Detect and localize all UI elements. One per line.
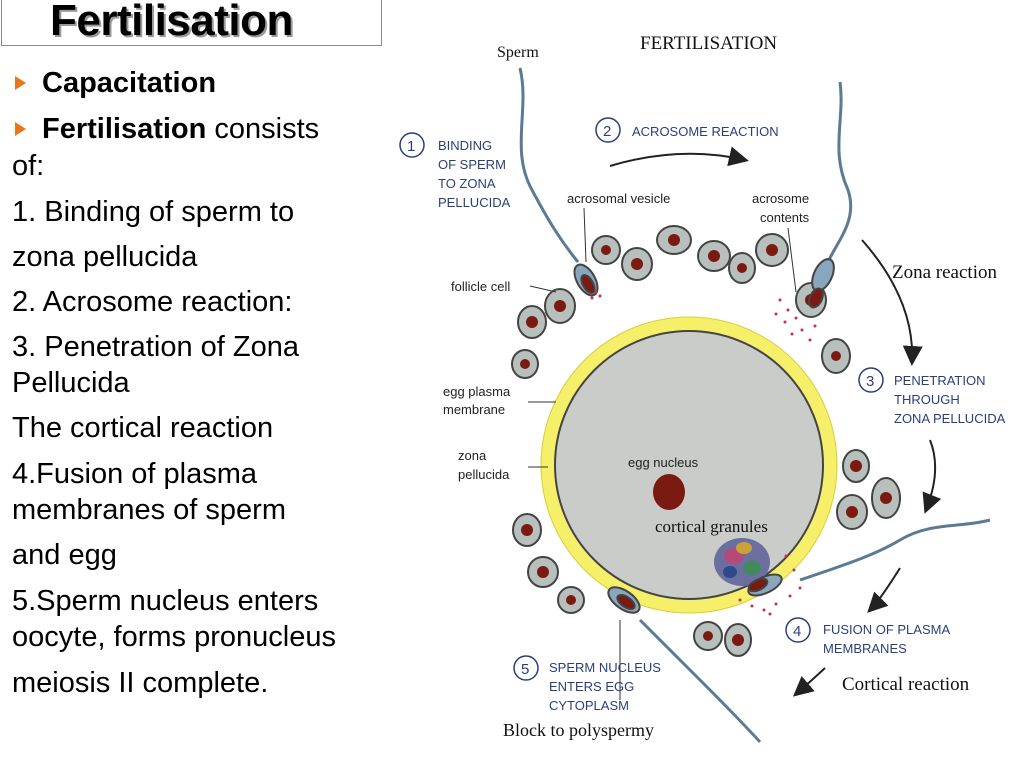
label-zona-reaction: Zona reaction: [892, 262, 997, 283]
bullet-fertilisation-strong: Fertilisation: [42, 113, 207, 145]
label-egg-plasma-membrane: egg plasma: [443, 384, 511, 399]
text-line: 2. Acrosome reaction:: [12, 286, 293, 318]
step-1-line: OF SPERM: [438, 157, 506, 172]
step-2-number: 2: [603, 123, 611, 140]
label-follicle-cell: follicle cell: [451, 279, 510, 294]
text-line: 4.Fusion of plasma: [12, 458, 258, 490]
text-line: 3. Penetration of Zona: [12, 331, 299, 363]
step-5-line: SPERM NUCLEUS: [549, 660, 661, 675]
diagram-heading: FERTILISATION: [640, 33, 777, 54]
label-acrosomal-vesicle: acrosomal vesicle: [567, 191, 670, 206]
step-3-line: THROUGH: [894, 392, 960, 407]
fertilisation-diagram: FERTILISATION: [399, 33, 1006, 744]
bullet-capacitation: Capacitation: [42, 67, 217, 99]
step-circles: [399, 117, 884, 681]
slide-title: Fertilisation: [50, 0, 293, 45]
step-1-line: BINDING: [438, 138, 492, 153]
text-line: 5.Sperm nucleus enters: [12, 585, 319, 617]
bullet-fertilisation-rest: consists: [206, 113, 320, 145]
step-5-line: ENTERS EGG: [549, 679, 634, 694]
step-5-number: 5: [521, 661, 529, 678]
step-3-line: PENETRATION: [894, 373, 986, 388]
text-line: Pellucida: [12, 367, 130, 399]
label-zona-pellucida: pellucida: [458, 467, 510, 482]
step-4-number: 4: [793, 623, 801, 640]
egg-cell: [554, 330, 824, 600]
step-3-number: 3: [866, 373, 874, 390]
text-line: of:: [12, 150, 45, 182]
bullet-arrow-icon: [15, 76, 26, 90]
text-line: meiosis II complete.: [12, 667, 269, 699]
text-line: The cortical reaction: [12, 412, 274, 444]
label-zona-pellucida: zona: [458, 448, 487, 463]
cortical-granules: [714, 538, 770, 586]
label-cortical-reaction: Cortical reaction: [842, 674, 970, 695]
title-box: [1, 0, 382, 46]
text-line: membranes of sperm: [12, 494, 286, 526]
step-4-line: MEMBRANES: [823, 641, 907, 656]
leader-lines: [528, 207, 797, 700]
acrosome-dots: [590, 290, 817, 616]
bullet-fertilisation: Fertilisation consists: [42, 112, 319, 146]
step-3-line: ZONA PELLUCIDA: [894, 411, 1006, 426]
step-2-line: ACROSOME REACTION: [632, 124, 779, 139]
text-line: and egg: [12, 539, 117, 571]
sperm-tails: [518, 67, 991, 744]
sperm-heads: [573, 258, 835, 614]
step-1-line: PELLUCIDA: [438, 195, 511, 210]
process-arrows: [609, 146, 942, 697]
step-4-line: FUSION OF PLASMA: [823, 622, 950, 637]
step-1-line: TO ZONA: [438, 176, 496, 191]
text-column: Capacitation Fertilisation consists of: …: [0, 62, 382, 712]
step-1-number: 1: [407, 138, 415, 155]
label-egg-nucleus: egg nucleus: [628, 455, 699, 470]
label-acrosome-contents: contents: [760, 210, 810, 225]
label-sperm: Sperm: [497, 44, 539, 61]
text-line: zona pellucida: [12, 241, 198, 273]
label-block-to-polyspermy: Block to polyspermy: [503, 720, 654, 740]
text-line: oocyte, forms pronucleus: [12, 621, 336, 653]
egg-nucleus: [653, 474, 685, 510]
bullet-arrow-icon: [15, 122, 26, 136]
label-acrosome-contents: acrosome: [752, 191, 809, 206]
label-cortical-granules: cortical granules: [655, 517, 768, 536]
text-line: 1. Binding of sperm to: [12, 196, 295, 228]
step-5-line: CYTOPLASM: [549, 698, 629, 713]
label-egg-plasma-membrane: membrane: [443, 402, 505, 417]
